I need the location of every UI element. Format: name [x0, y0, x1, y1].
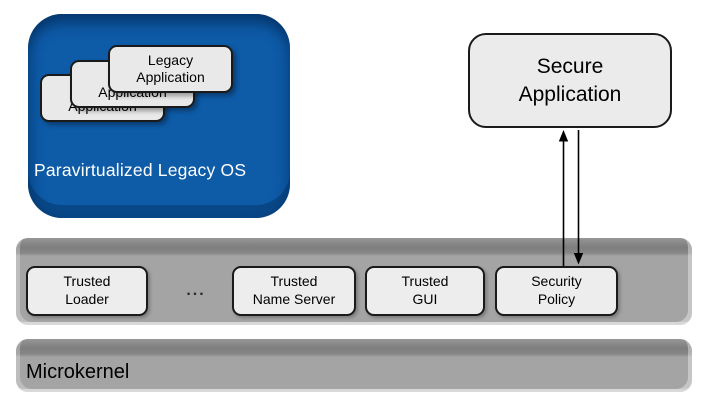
- secure-application-label-line: Application: [518, 82, 622, 106]
- legacy-application-label-line: Application: [136, 69, 205, 85]
- trusted-loader-label-line: Loader: [65, 291, 109, 307]
- microkernel-label: Microkernel: [26, 361, 130, 383]
- more-services-ellipsis: ...: [186, 282, 206, 299]
- legacy-application-label-line: Legacy: [147, 51, 194, 68]
- trusted-gui-label-line: Trusted: [401, 273, 449, 290]
- trusted-services-band: Trusted Loader ... Trusted Name Server T…: [16, 238, 692, 325]
- security-policy-box: Security Policy: [495, 266, 618, 316]
- trusted-name-server-box: Trusted Name Server: [232, 266, 356, 316]
- legacy-application-card: Legacy Application: [108, 45, 233, 93]
- secure-application-label-line: Secure: [536, 55, 604, 79]
- trusted-loader-label-line: Trusted: [63, 273, 111, 290]
- trusted-gui-box: Trusted GUI: [365, 266, 485, 316]
- secure-application-box: Secure Application: [468, 33, 672, 128]
- trusted-loader-box: Trusted Loader: [26, 266, 148, 316]
- trusted-name-server-label-line: Trusted: [270, 273, 318, 290]
- security-policy-label-line: Policy: [537, 291, 576, 307]
- legacy-os-label: Paravirtualized Legacy OS: [34, 160, 247, 180]
- microkernel-band: Microkernel: [16, 339, 692, 392]
- trusted-gui-label-line: GUI: [412, 291, 438, 307]
- legacy-os-box: Legacy Application Legacy Application Le…: [28, 14, 290, 218]
- security-policy-label-line: Security: [531, 273, 582, 290]
- trusted-name-server-label-line: Name Server: [252, 291, 336, 307]
